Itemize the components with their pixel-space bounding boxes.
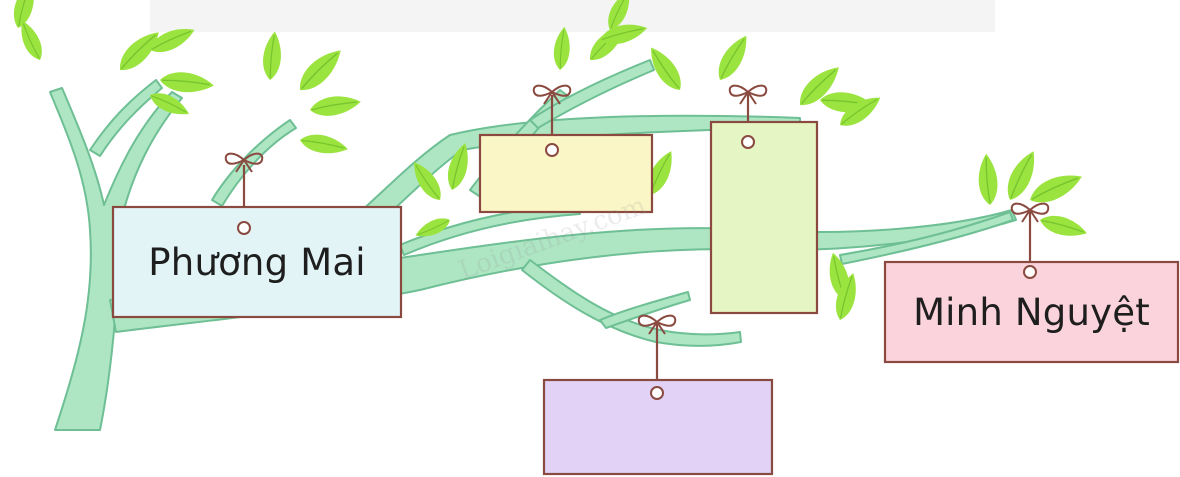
tag-purple	[542, 378, 774, 476]
tag-yellow	[478, 133, 654, 214]
tag-green	[709, 120, 819, 315]
header-band	[150, 0, 995, 32]
tag-minh-nguyet	[883, 260, 1180, 364]
tag-phuong-mai	[111, 205, 403, 319]
